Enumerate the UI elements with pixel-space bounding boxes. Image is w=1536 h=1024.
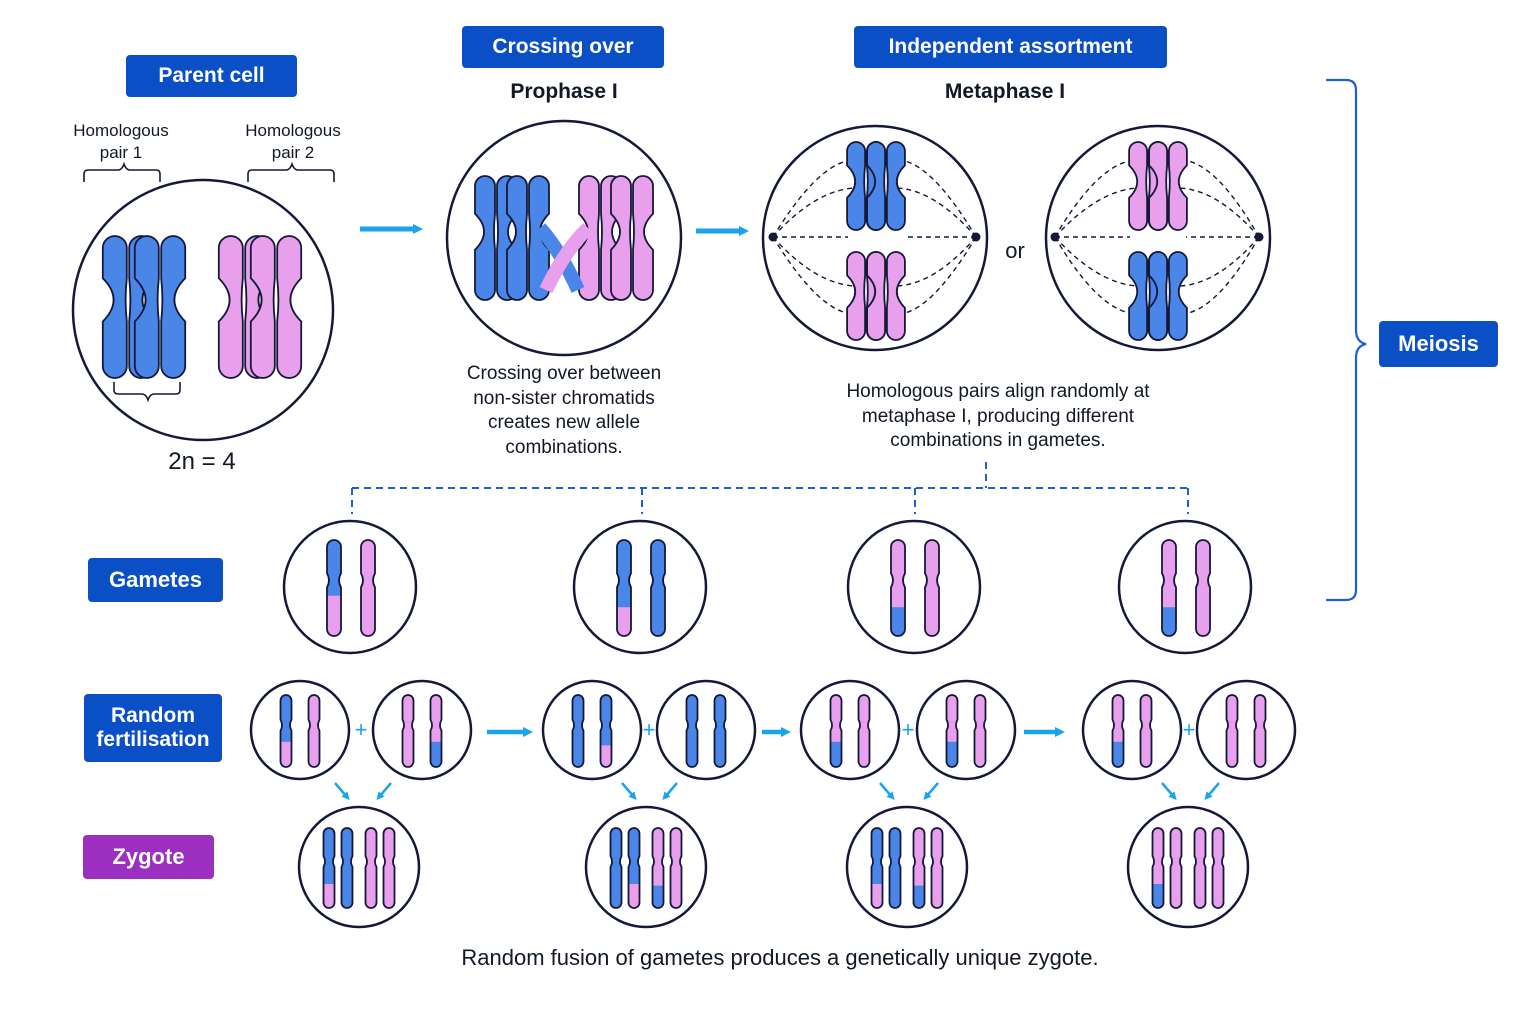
ploidy-label: 2n = 4 [168,448,236,475]
fert-cell-8-chromosome-1 [1225,694,1239,768]
arrow-down-icon [334,782,1220,801]
spindle-fibre-icon [772,159,1260,315]
parent-chromosome-blue-2 [133,235,187,379]
fert-cell-1a [249,679,351,781]
gamete-4-chromosome-2 [1195,539,1211,637]
fert-cell-1-chromosome-2 [307,694,321,768]
independent-assortment-label: Independent assortment [854,26,1167,68]
gamete-cell-4 [1117,519,1253,655]
plus-sign-3: + [901,717,915,742]
metaphase-a-lower-pink-2 [866,251,906,341]
arrow-right-icon [360,224,749,236]
zygote-4-chromosome-4 [1211,827,1225,909]
zygote-cell-4 [1126,805,1250,929]
zygote-4-chromosome-2 [1169,827,1183,909]
or-label: or [1005,238,1025,263]
zygote-1-chromosome-4 [382,827,396,909]
dashed-connector [351,462,1189,514]
crossing-over-label: Crossing over [462,26,664,68]
parent-chromosome-pink-2 [249,235,303,379]
gamete-2-chromosome-2 [650,539,666,637]
fert-cell-3-chromosome-1 [571,694,585,768]
zygote-2-chromosome-3 [651,827,665,909]
random-fertilisation-label: Random fertilisation [84,694,222,762]
centrosome-dots [768,232,1264,242]
zygote-3-chromosome-2 [888,827,902,909]
metaphase-title: Metaphase I [944,80,1066,103]
brace-icon [83,161,335,403]
metaphase-b-lower-blue-2 [1148,251,1188,341]
metaphase-cell-circle-a [761,124,989,352]
gamete-4-chromosome-1 [1161,539,1177,637]
prophase-caption: Crossing over between non-sister chromat… [466,363,662,459]
meiosis-bracket-icon [1326,78,1367,602]
gamete-1-chromosome-1 [326,539,342,637]
gametes-label: Gametes [88,558,223,602]
fert-cell-4-chromosome-1 [685,694,699,768]
prophase-chromosome-blue-2 [506,175,550,301]
gamete-cell-2 [572,519,708,655]
metaphase-b-upper-pink-2 [1148,141,1188,231]
gamete-1-chromosome-2 [360,539,376,637]
zygote-3-chromosome-1 [870,827,884,909]
meiosis-label: Meiosis [1379,321,1498,367]
fert-cell-4a [1081,679,1183,781]
plus-sign-2: + [642,717,656,742]
fert-cell-7-chromosome-1 [1111,694,1125,768]
zygote-4-chromosome-1 [1151,827,1165,909]
zygote-1-chromosome-1 [322,827,336,909]
fert-cell-1-chromosome-1 [279,694,293,768]
gamete-3-chromosome-1 [890,539,906,637]
fert-cell-4b [1195,679,1297,781]
metaphase-caption: Homologous pairs align randomly at metap… [846,381,1150,452]
zygote-3-chromosome-3 [912,827,926,909]
crossover-pink-arm [539,222,593,294]
fert-cell-2-chromosome-1 [401,694,415,768]
fert-cell-7-chromosome-2 [1139,694,1153,768]
fert-cell-6-chromosome-2 [973,694,987,768]
homologous-pair-2-label: Homologous pair 2 [245,121,341,163]
zygote-3-chromosome-4 [930,827,944,909]
zygote-2-chromosome-4 [669,827,683,909]
zygote-cell-3 [845,805,969,929]
prophase-title: Prophase I [510,80,618,103]
zygote-2-chromosome-1 [609,827,623,909]
metaphase-a-upper-blue-2 [866,141,906,231]
gamete-3-chromosome-2 [924,539,940,637]
zygote-cell-1 [297,805,421,929]
zygote-cell-2 [584,805,708,929]
fert-cell-4-chromosome-2 [713,694,727,768]
fert-cell-6-chromosome-1 [945,694,959,768]
prophase-chromosome-pink-2 [610,175,654,301]
metaphase-cell-circle-b [1044,124,1272,352]
fert-cell-1b [371,679,473,781]
fert-cell-3-chromosome-2 [599,694,613,768]
footer-caption: Random fusion of gametes produces a gene… [461,945,1099,970]
chromosome-layer [101,141,1267,909]
zygote-1-chromosome-2 [340,827,354,909]
fert-cell-3a [799,679,901,781]
plus-sign-1: + [354,717,368,742]
zygote-2-chromosome-2 [627,827,641,909]
gamete-2-chromosome-1 [616,539,632,637]
fert-cell-2-chromosome-2 [429,694,443,768]
fert-cell-2b [655,679,757,781]
fert-cell-2a [541,679,643,781]
fert-cell-8-chromosome-2 [1253,694,1267,768]
zygote-label: Zygote [83,835,214,879]
homologous-pair-1-label: Homologous pair 1 [73,121,169,163]
zygote-4-chromosome-3 [1193,827,1207,909]
fert-cell-3b [915,679,1017,781]
gamete-cell-1 [282,519,418,655]
parent-cell-label: Parent cell [126,55,297,97]
plus-sign-4: + [1182,717,1196,742]
zygote-1-chromosome-3 [364,827,378,909]
gamete-cell-3 [846,519,982,655]
fert-cell-5-chromosome-2 [857,694,871,768]
fert-cell-5-chromosome-1 [829,694,843,768]
